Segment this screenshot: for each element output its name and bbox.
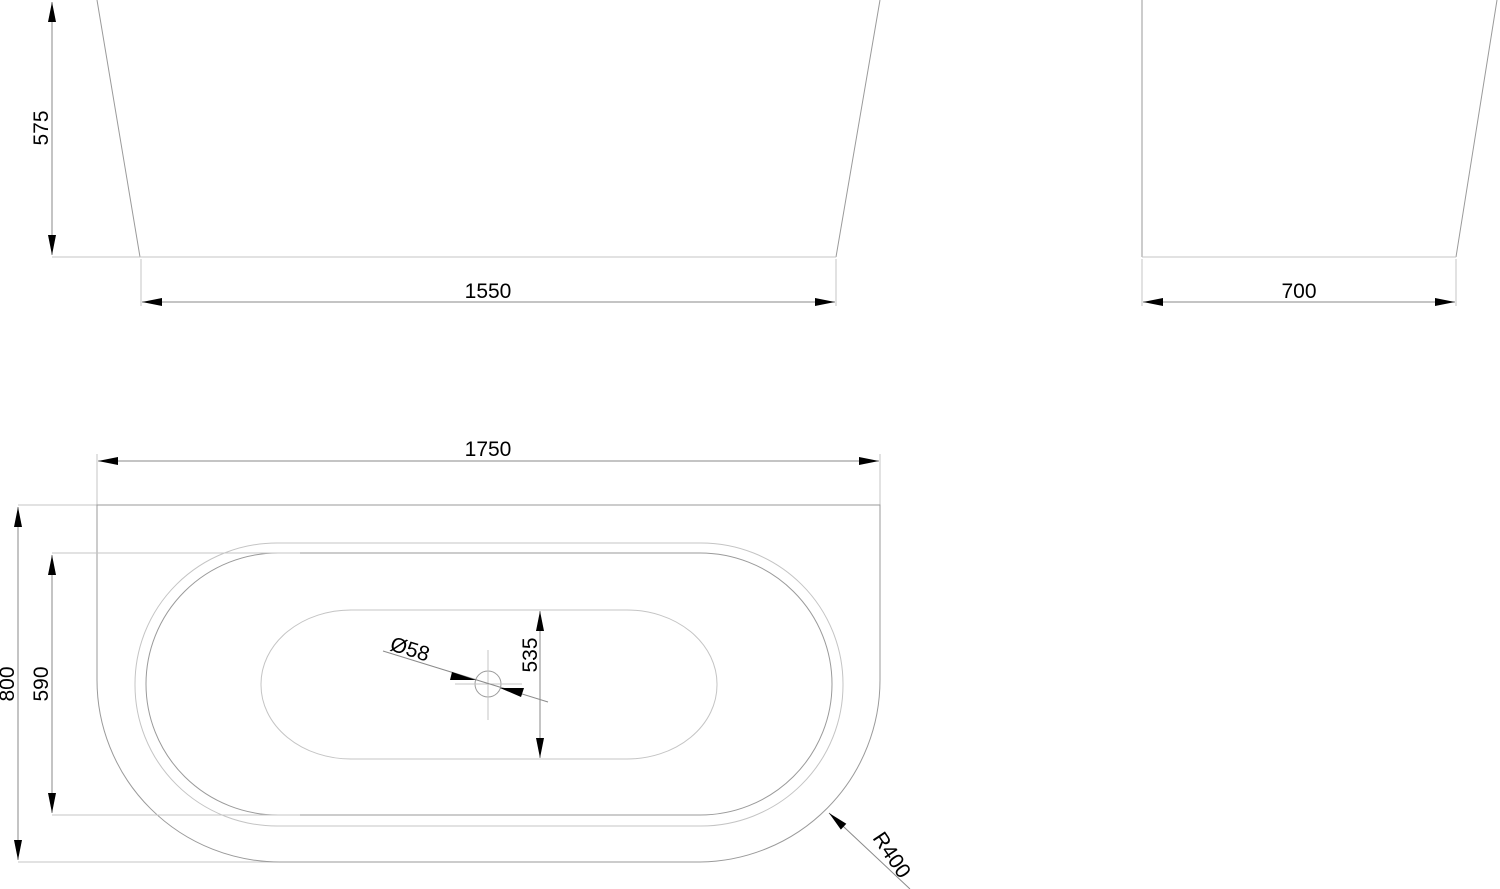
side-view-outline	[1141, 0, 1498, 258]
overall-width-label: 800	[0, 666, 19, 701]
height-dimension-label: 575	[30, 110, 53, 145]
length-dimension-label: 1550	[465, 280, 512, 303]
overall-length-label: 1750	[465, 438, 512, 461]
front-view-outline	[96, 0, 881, 258]
width-dimension-label: 700	[1281, 280, 1316, 303]
side-view: 700	[1141, 0, 1498, 306]
radius-leader-line	[828, 812, 911, 889]
inner-width-label: 590	[30, 666, 53, 701]
tub-inner-rim	[145, 552, 833, 816]
drain-centerlines	[455, 650, 522, 720]
basin-width-label: 535	[519, 637, 542, 672]
tub-basin	[260, 609, 718, 760]
front-view: 575 1550	[30, 0, 881, 306]
tub-outer-outline	[96, 504, 881, 863]
corner-radius-label: R400	[868, 828, 915, 882]
tub-rim-outline	[134, 542, 844, 827]
plan-view: 1750 800 590 535 Ø58 R400	[0, 438, 915, 889]
drain-diameter-label: Ø58	[388, 633, 433, 667]
